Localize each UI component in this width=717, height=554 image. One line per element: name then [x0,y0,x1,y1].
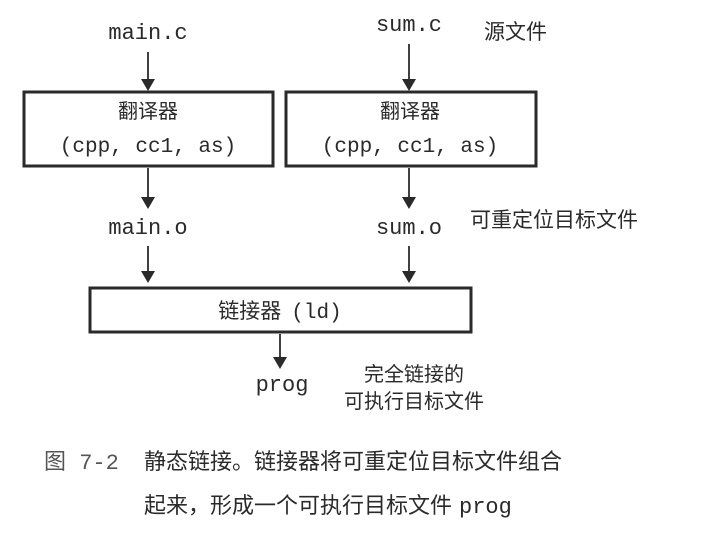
sum-c-label: sum.c [376,13,442,38]
caption-line-1: 静态链接。链接器将可重定位目标文件组合 [144,450,563,475]
arrowhead [141,271,155,283]
arrowhead [141,197,155,209]
translator-title-left: 翻译器 [118,99,178,123]
linker-label: 链接器 (ld) [218,299,341,325]
relocatable-objects-label: 可重定位目标文件 [470,208,638,232]
linker-sub: (ld) [291,302,341,325]
arrowhead [402,79,416,91]
main-c-label: main.c [108,21,187,46]
main-o-label: main.o [108,216,187,241]
translator-box-right [284,90,538,168]
arrowhead [273,357,287,369]
translator-box-left [22,90,275,168]
arrowhead [141,79,155,91]
caption-line-2: 起来，形成一个可执行目标文件 prog [144,488,512,520]
linker-box [88,286,473,334]
translator-sub-right: (cpp, cc1, as) [322,136,498,159]
arrowhead [402,197,416,209]
translator-title-right: 翻译器 [380,99,440,123]
executable-label-line2: 可执行目标文件 [344,389,484,413]
figure-number: 图 7-2 [44,451,119,476]
executable-label-line1: 完全链接的 [364,362,464,386]
translator-sub-left: (cpp, cc1, as) [60,136,236,159]
caption-line-2-text: 起来，形成一个可执行目标文件 [144,494,453,519]
caption-line-2-code: prog [459,495,512,520]
linker-title: 链接器 [218,299,281,323]
prog-label: prog [256,373,309,398]
arrowhead [402,271,416,283]
sum-o-label: sum.o [376,216,442,241]
source-files-label: 源文件 [484,20,547,44]
